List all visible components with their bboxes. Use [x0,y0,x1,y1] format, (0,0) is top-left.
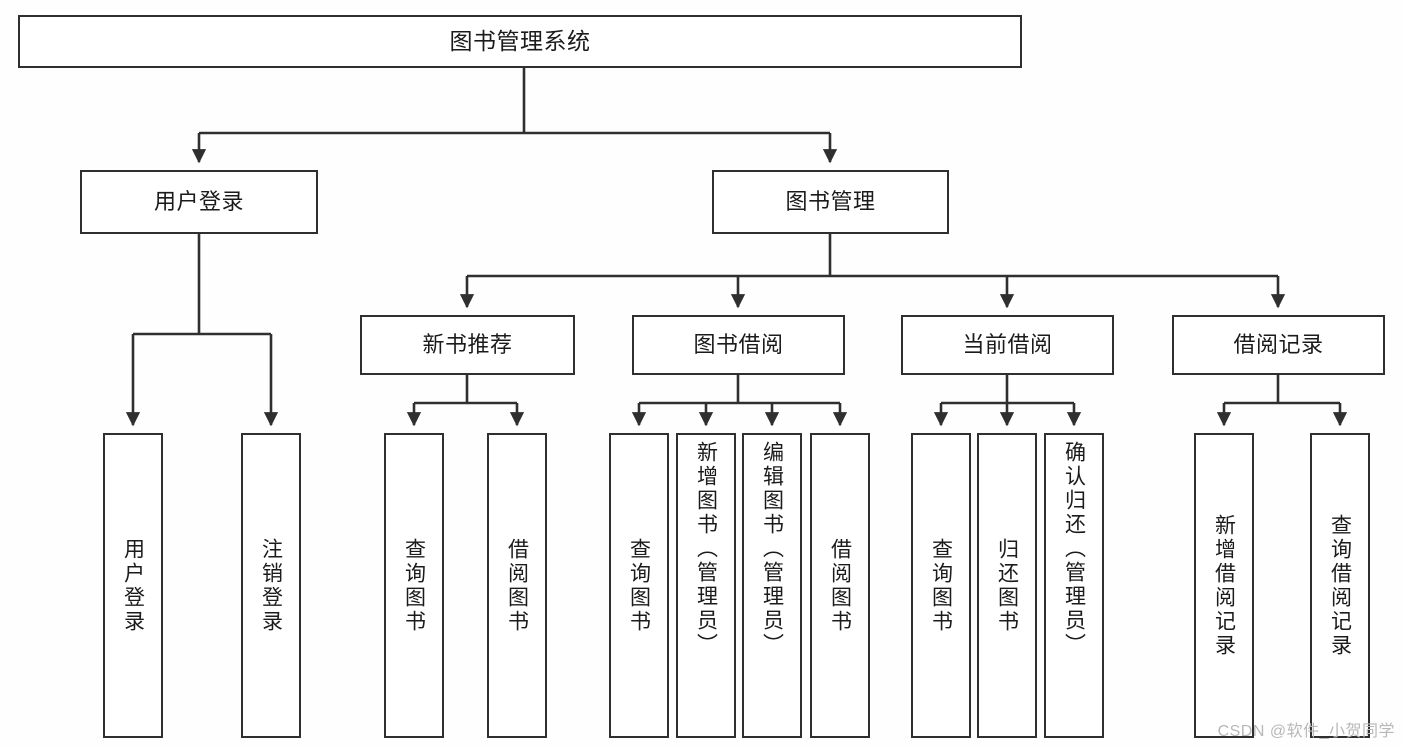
leaf-query-book-3-label: 查询图书 [929,537,953,634]
leaf-query-book-3[interactable]: 查询图书 [911,433,971,738]
leaf-borrow-book-1[interactable]: 借阅图书 [487,433,547,738]
leaf-confirm-return[interactable]: 确认归还（管理员） [1044,433,1104,738]
node-current-borrow-label: 当前借阅 [962,332,1053,358]
leaf-return-book-label: 归还图书 [995,537,1019,634]
leaf-borrow-book-1-label: 借阅图书 [505,537,529,634]
leaf-query-book-2[interactable]: 查询图书 [609,433,669,738]
leaf-confirm-return-label: 确认归还（管理员） [1062,441,1086,657]
leaf-borrow-book-2-label: 借阅图书 [828,537,852,634]
leaf-edit-book[interactable]: 编辑图书（管理员） [742,433,802,738]
node-root-system-label: 图书管理系统 [449,28,591,55]
leaf-logout-login[interactable]: 注销登录 [241,433,301,738]
node-current-borrow[interactable]: 当前借阅 [901,315,1114,375]
leaf-query-book-2-label: 查询图书 [627,537,651,634]
leaf-add-book[interactable]: 新增图书（管理员） [676,433,736,738]
leaf-add-record-label: 新增借阅记录 [1212,513,1236,658]
node-book-manage[interactable]: 图书管理 [712,170,949,234]
leaf-logout-login-label: 注销登录 [259,537,283,634]
node-book-manage-label: 图书管理 [785,189,876,215]
leaf-add-record[interactable]: 新增借阅记录 [1194,433,1254,738]
node-book-borrow[interactable]: 图书借阅 [632,315,845,375]
node-book-borrow-label: 图书借阅 [693,332,784,358]
leaf-return-book[interactable]: 归还图书 [977,433,1037,738]
node-new-book-recommend[interactable]: 新书推荐 [360,315,575,375]
leaf-query-record[interactable]: 查询借阅记录 [1310,433,1370,738]
node-borrow-record[interactable]: 借阅记录 [1172,315,1385,375]
leaf-user-login[interactable]: 用户登录 [103,433,163,738]
node-new-book-recommend-label: 新书推荐 [422,332,513,358]
leaf-query-record-label: 查询借阅记录 [1328,513,1352,658]
leaf-edit-book-label: 编辑图书（管理员） [760,441,784,657]
leaf-query-book-1[interactable]: 查询图书 [384,433,444,738]
leaf-query-book-1-label: 查询图书 [402,537,426,634]
leaf-add-book-label: 新增图书（管理员） [694,441,718,657]
node-borrow-record-label: 借阅记录 [1233,332,1324,358]
csdn-watermark: CSDN @软件_小贺同学 [1217,723,1395,740]
node-root-system[interactable]: 图书管理系统 [18,15,1022,68]
node-user-login[interactable]: 用户登录 [80,170,318,234]
leaf-borrow-book-2[interactable]: 借阅图书 [810,433,870,738]
node-user-login-label: 用户登录 [153,189,244,215]
leaf-user-login-label: 用户登录 [121,537,145,634]
